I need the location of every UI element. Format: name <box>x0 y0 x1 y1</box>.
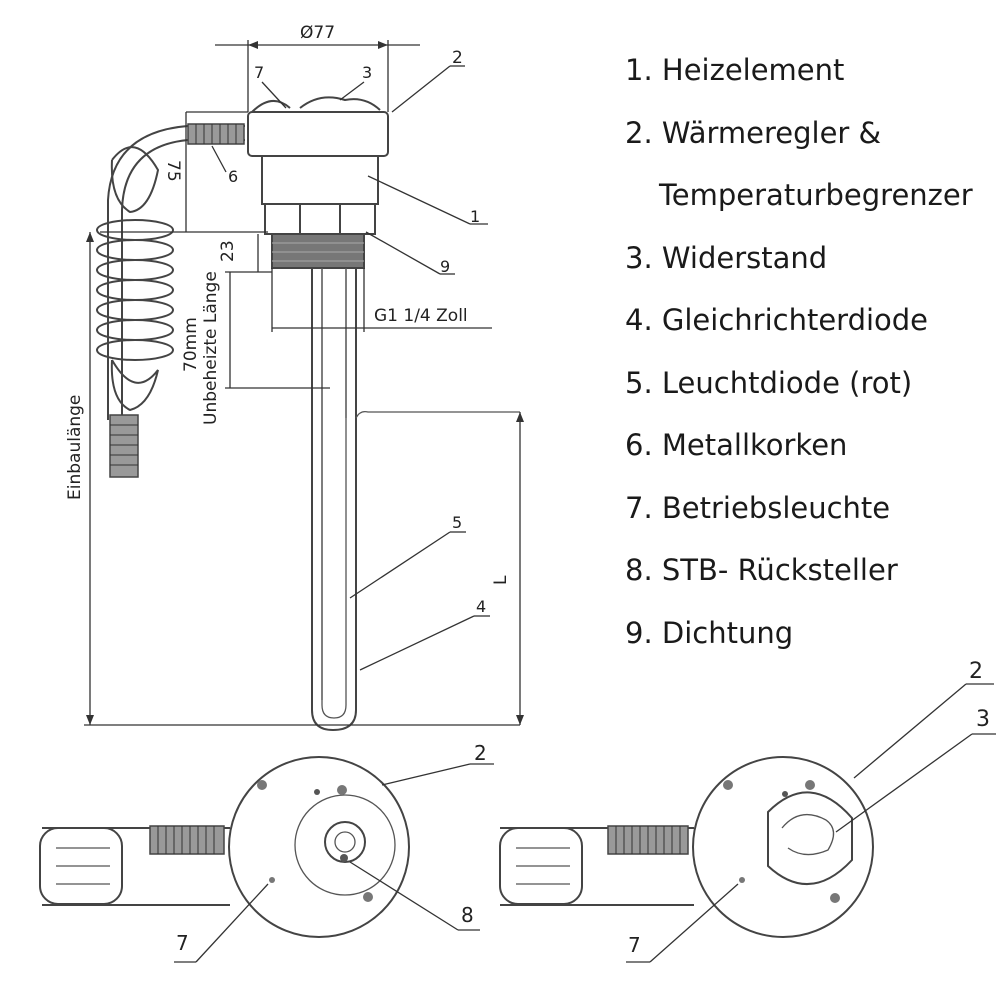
cable-end <box>109 414 139 478</box>
legend-item-9: 9. Dichtung <box>625 615 794 650</box>
thermostat-head <box>247 111 389 157</box>
callout-3: 3 <box>362 63 372 82</box>
callout-9: 9 <box>440 257 450 276</box>
bl-callout-7: 7 <box>176 931 189 955</box>
dim-unheated: Unbeheizte Länge <box>201 271 221 425</box>
legend-item-5: 5. Leuchtdiode (rot) <box>625 365 913 400</box>
callout-2: 2 <box>452 48 463 68</box>
top-disc-right <box>692 756 874 938</box>
heating-rod <box>311 268 357 732</box>
parts-legend: 1. Heizelement 2. Wärmeregler & Temperat… <box>625 46 1000 671</box>
legend-item-7: 7. Betriebsleuchte <box>625 490 891 525</box>
bl-callout-8: 8 <box>461 903 474 927</box>
dim-70mm: 70mm <box>181 317 201 372</box>
bl-callout-2: 2 <box>474 741 487 765</box>
callout-5: 5 <box>452 513 462 532</box>
dim-diameter: Ø77 <box>300 23 335 43</box>
legend-item-2: 2. Wärmeregler & <box>625 115 882 150</box>
seal <box>271 233 365 269</box>
hex-nut <box>264 203 376 235</box>
top-view-left: 2 8 7 <box>39 741 494 963</box>
side-view <box>96 96 520 732</box>
callout-4: 4 <box>476 597 486 616</box>
head-body <box>261 155 379 205</box>
dim-L: L <box>491 575 511 585</box>
legend-item-2-continued: Temperaturbegrenzer <box>659 178 973 212</box>
callout-7: 7 <box>254 63 264 82</box>
dim-thread: G1 1/4 Zoll <box>374 306 468 326</box>
dim-75: 75 <box>163 160 183 182</box>
cable-coils <box>96 146 174 412</box>
dim-install-length: Einbaulänge <box>65 395 85 500</box>
head-top-knobs <box>251 96 381 113</box>
top-disc-left <box>228 756 410 938</box>
br-callout-7: 7 <box>628 933 641 957</box>
metal-cork <box>187 123 245 145</box>
side-callouts: 2 7 3 6 1 9 5 4 <box>211 48 490 671</box>
dimension-lines: Ø77 75 23 70mm Unbeheizte Länge G1 1/4 Z… <box>65 23 524 726</box>
br-callout-3: 3 <box>976 707 990 732</box>
top-view-right: 2 3 7 <box>499 659 996 963</box>
dim-23: 23 <box>218 240 238 262</box>
callout-1: 1 <box>470 207 480 226</box>
br-callout-2: 2 <box>969 659 983 684</box>
legend-item-4: 4. Gleichrichterdiode <box>625 303 929 337</box>
legend-item-8: 8. STB- Rücksteller <box>625 553 898 587</box>
legend-item-3: 3. Widerstand <box>625 240 828 275</box>
legend-item-6: 6. Metallkorken <box>625 428 848 462</box>
legend-item-1: 1. Heizelement <box>625 53 845 87</box>
callout-6: 6 <box>228 167 238 186</box>
